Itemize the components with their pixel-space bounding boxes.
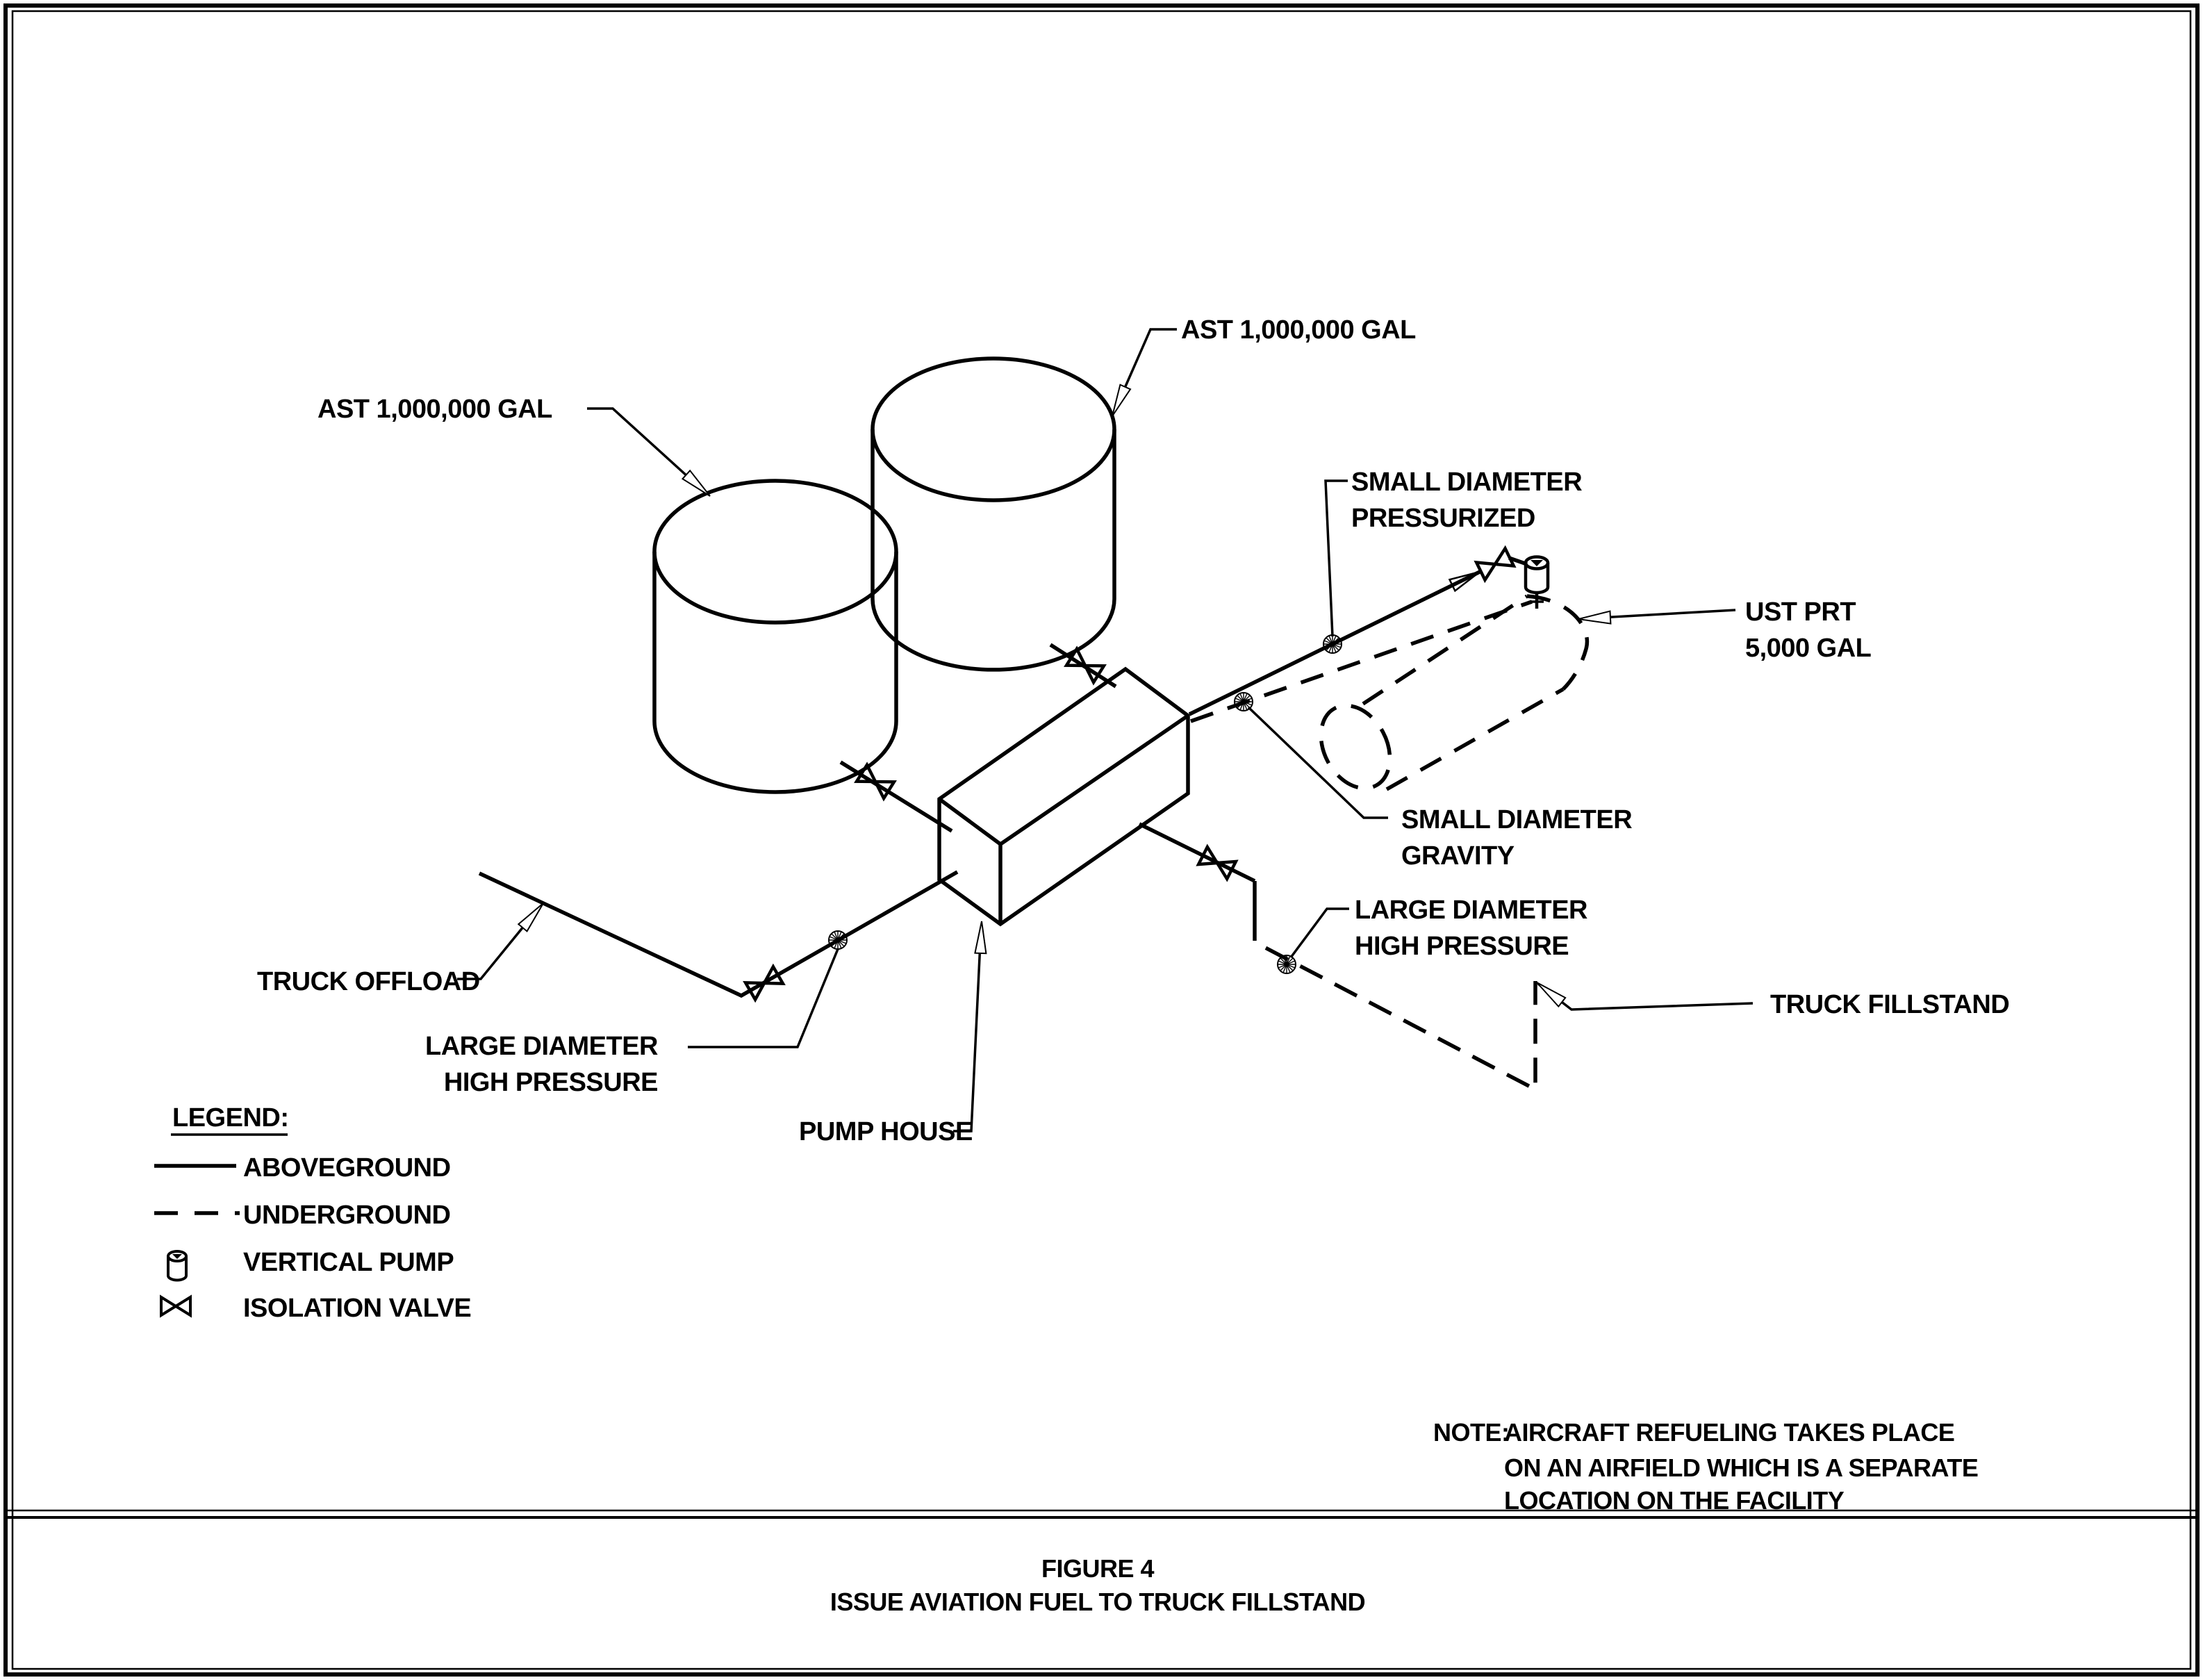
flow-arrow — [1448, 570, 1480, 593]
label-ust-2: 5,000 GAL — [1745, 634, 1872, 663]
arrow-ast-right — [1112, 384, 1132, 417]
leader-ust — [1587, 609, 1736, 620]
caption: FIGURE 4 ISSUE AVIATION FUEL TO TRUCK FI… — [830, 1554, 1366, 1616]
label-ast-left: AST 1,000,000 GAL — [317, 395, 552, 424]
valve-left-tank — [854, 761, 897, 802]
tank-top — [871, 356, 1116, 502]
label-hp-left-2: HIGH PRESSURE — [444, 1068, 658, 1097]
legend-heading: LEGEND: — [172, 1103, 289, 1133]
hp-right-pipe-underground — [1253, 916, 1537, 1093]
diagram-labels: AST 1,000,000 GAL AST 1,000,000 GAL SMAL… — [257, 315, 2010, 1146]
pump-house-box — [937, 666, 1190, 927]
dot-gravity — [1234, 692, 1253, 711]
dot-hp-left — [828, 930, 848, 950]
note-line-2: ON AN AIRFIELD WHICH IS A SEPARATE — [1504, 1453, 1978, 1482]
arrow-pump-house — [974, 921, 987, 955]
legend-item-aboveground: ABOVEGROUND — [243, 1153, 451, 1183]
label-small-pressurized-2: PRESSURIZED — [1351, 504, 1535, 533]
leader-fillstand — [1537, 982, 1754, 1011]
valve-truck-offload — [743, 963, 786, 1003]
arrow-offload — [517, 903, 544, 932]
label-hp-left-1: LARGE DIAMETER — [425, 1032, 658, 1061]
legend-item-isolation-valve: ISOLATION VALVE — [243, 1294, 471, 1323]
label-truck-offload: TRUCK OFFLOAD — [257, 967, 480, 996]
dot-pressurized — [1323, 634, 1342, 654]
hp-right-pipe-solid — [1138, 822, 1256, 883]
ast-tank-right — [871, 356, 1116, 672]
valve-pressurized — [1474, 545, 1517, 584]
ast-tank-left — [652, 479, 898, 794]
arrow-ast-left — [681, 469, 711, 497]
pump-top — [1524, 555, 1550, 570]
note-heading: NOTE: — [1433, 1418, 1510, 1447]
label-ust-1: UST PRT — [1745, 598, 1856, 627]
leader-gravity — [1247, 706, 1388, 819]
outer-border — [3, 3, 2200, 1677]
label-small-pressurized-1: SMALL DIAMETER — [1351, 468, 1582, 497]
ust-bottom-edge — [1385, 687, 1565, 791]
leader-hp-left — [688, 948, 839, 1048]
note-line-1: AIRCRAFT REFUELING TAKES PLACE — [1504, 1418, 1954, 1447]
note-line-3: LOCATION ON THE FACILITY — [1504, 1486, 1845, 1515]
label-hp-right-2: HIGH PRESSURE — [1355, 932, 1569, 961]
ust-far-end — [1526, 594, 1590, 691]
tank-body — [652, 552, 898, 794]
leader-pressurized — [1324, 479, 1348, 637]
vertical-pump — [1524, 555, 1550, 609]
label-ast-right: AST 1,000,000 GAL — [1181, 315, 1416, 345]
arrow-ust — [1578, 610, 1612, 625]
vertical-pump-icon — [167, 1250, 188, 1282]
label-hp-right-1: LARGE DIAMETER — [1355, 896, 1587, 925]
pipes — [478, 556, 1537, 1093]
leader-pump-house — [953, 928, 982, 1133]
leaders — [457, 328, 1754, 1133]
inner-border — [11, 10, 2192, 1670]
isolation-valve-icon — [160, 1294, 192, 1318]
label-small-gravity-1: SMALL DIAMETER — [1401, 805, 1632, 834]
box-outline — [937, 666, 1190, 927]
sheet-border — [3, 3, 2200, 1677]
valve-hp-right — [1196, 843, 1239, 882]
ust-near-end — [1319, 703, 1392, 791]
valve-right-tank — [1064, 645, 1107, 686]
pump-triangle — [1530, 560, 1543, 566]
box-edges — [938, 714, 1189, 924]
leader-hp-right — [1289, 907, 1349, 959]
leader-ast-right — [1114, 328, 1177, 409]
legend-item-vertical-pump: VERTICAL PUMP — [243, 1248, 454, 1277]
arrow-fillstand — [1536, 982, 1567, 1008]
figure-title: ISSUE AVIATION FUEL TO TRUCK FILLSTAND — [830, 1588, 1365, 1616]
tank-body — [871, 429, 1116, 672]
dot-hp-right — [1277, 955, 1296, 974]
note-block: NOTE: AIRCRAFT REFUELING TAKES PLACE ON … — [1433, 1418, 1979, 1515]
left-tank-pipe — [839, 760, 953, 833]
leader-ast-left — [587, 407, 704, 492]
figure-number: FIGURE 4 — [1041, 1554, 1155, 1583]
legend: LEGEND: ABOVEGROUND UNDERGROUND VERTICAL… — [154, 1103, 472, 1323]
label-truck-fillstand: TRUCK FILLSTAND — [1770, 990, 2009, 1019]
label-pump-house: PUMP HOUSE — [799, 1117, 973, 1146]
leader-offload — [457, 906, 541, 980]
isolation-valves — [743, 545, 1517, 1003]
ust-prt-tank — [1319, 594, 1590, 791]
tank-top — [652, 479, 898, 625]
truck-offload-pipe — [478, 870, 959, 998]
legend-item-underground: UNDERGROUND — [243, 1201, 451, 1230]
label-small-gravity-2: GRAVITY — [1401, 841, 1515, 871]
